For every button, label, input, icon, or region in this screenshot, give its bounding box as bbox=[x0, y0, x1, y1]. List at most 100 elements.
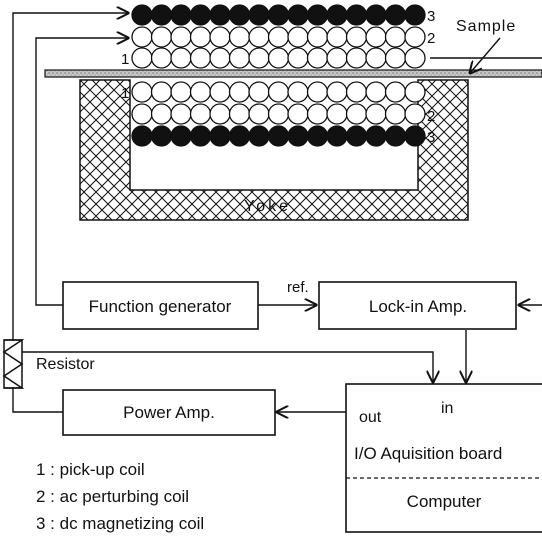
coil-winding bbox=[384, 4, 407, 26]
coil-winding bbox=[131, 26, 153, 48]
coil-winding bbox=[365, 47, 387, 69]
coil-winding bbox=[248, 125, 270, 147]
coil-winding bbox=[150, 103, 173, 125]
wire-poweramp-to-resistor bbox=[12, 388, 63, 413]
coil-winding bbox=[306, 47, 329, 69]
coil-number-top-middle: 2 bbox=[427, 30, 435, 47]
wire-resistor-to-board bbox=[22, 351, 433, 382]
coil-winding bbox=[209, 26, 231, 48]
coil-winding bbox=[131, 81, 153, 103]
coil-winding bbox=[287, 81, 309, 103]
coil-winding bbox=[306, 103, 329, 125]
sample-label: Sample bbox=[456, 18, 516, 35]
coil-winding bbox=[404, 4, 426, 26]
coil-winding bbox=[209, 47, 231, 69]
resistor-label: Resistor bbox=[36, 356, 95, 373]
legend-item-2: 2 : ac perturbing coil bbox=[36, 487, 189, 506]
coil-winding bbox=[365, 26, 387, 48]
lock-in-amp-label: Lock-in Amp. bbox=[369, 297, 467, 316]
coil-winding bbox=[345, 81, 368, 103]
legend-item-3: 3 : dc magnetizing coil bbox=[36, 514, 204, 533]
coil-winding bbox=[365, 81, 387, 103]
board-out-label: out bbox=[359, 409, 382, 426]
yoke-label: Yoke bbox=[244, 198, 291, 215]
coil-winding bbox=[131, 103, 153, 125]
coil-winding bbox=[404, 125, 426, 147]
acquisition-computer-box bbox=[345, 383, 542, 533]
ac-perturbing-coil-top bbox=[131, 26, 426, 48]
coil-winding bbox=[150, 26, 173, 48]
board-in-label: in bbox=[441, 400, 453, 417]
coil-winding bbox=[170, 125, 192, 147]
coil-winding bbox=[131, 47, 153, 69]
coil-winding bbox=[189, 47, 212, 69]
computer-label: Computer bbox=[407, 492, 482, 511]
dc-magnetizing-coil-bottom bbox=[131, 125, 426, 147]
sample-pointer-arrow bbox=[470, 37, 501, 73]
coil-winding bbox=[287, 47, 309, 69]
coil-winding bbox=[228, 81, 251, 103]
coil-winding bbox=[404, 81, 426, 103]
coil-winding bbox=[150, 4, 173, 26]
coil-winding bbox=[306, 81, 329, 103]
coil-winding bbox=[326, 47, 348, 69]
coil-winding bbox=[189, 103, 212, 125]
coil-winding bbox=[365, 103, 387, 125]
coil-winding bbox=[326, 125, 348, 147]
coil-winding bbox=[131, 125, 153, 147]
power-amp-label: Power Amp. bbox=[123, 403, 215, 422]
coil-winding bbox=[345, 125, 368, 147]
legend-item-1: 1 : pick-up coil bbox=[36, 460, 145, 479]
coil-winding bbox=[404, 47, 426, 69]
coil-winding bbox=[170, 47, 192, 69]
dc-magnetizing-coil-top bbox=[131, 4, 426, 26]
wire-funcgen-to-ac-coil bbox=[35, 38, 128, 306]
coil-winding bbox=[326, 4, 348, 26]
resistor-symbol bbox=[2, 339, 25, 389]
coil-winding bbox=[209, 81, 231, 103]
coil-winding bbox=[209, 4, 231, 26]
coil-winding bbox=[248, 4, 270, 26]
coil-winding bbox=[209, 125, 231, 147]
coil-winding bbox=[287, 103, 309, 125]
coil-winding bbox=[150, 125, 173, 147]
coil-winding bbox=[267, 103, 290, 125]
coil-winding bbox=[150, 47, 173, 69]
coil-winding bbox=[228, 103, 251, 125]
ref-label: ref. bbox=[287, 279, 309, 296]
sample-strip bbox=[44, 69, 542, 78]
coil-winding bbox=[150, 81, 173, 103]
coil-winding bbox=[189, 4, 212, 26]
coil-winding bbox=[404, 103, 426, 125]
function-generator-label: Function generator bbox=[89, 297, 232, 316]
coil-winding bbox=[326, 81, 348, 103]
ac-perturbing-coil-bottom bbox=[131, 103, 426, 125]
coil-winding bbox=[326, 26, 348, 48]
coil-number-top-outer: 3 bbox=[427, 8, 435, 25]
coil-winding bbox=[287, 125, 309, 147]
coil-winding bbox=[170, 103, 192, 125]
coil-winding bbox=[248, 103, 270, 125]
function-generator-box bbox=[62, 281, 259, 330]
coil-winding bbox=[384, 125, 407, 147]
coil-winding bbox=[384, 26, 407, 48]
coil-winding bbox=[228, 4, 251, 26]
coil-winding bbox=[306, 4, 329, 26]
pickup-coil-bottom bbox=[131, 81, 426, 103]
coil-winding bbox=[267, 125, 290, 147]
coil-winding bbox=[248, 47, 270, 69]
coil-winding bbox=[228, 47, 251, 69]
coil-winding bbox=[345, 103, 368, 125]
coil-winding bbox=[209, 103, 231, 125]
coil-winding bbox=[189, 81, 212, 103]
coil-number-bottom-outer: 3 bbox=[427, 129, 435, 146]
coil-winding bbox=[189, 125, 212, 147]
coil-winding bbox=[228, 125, 251, 147]
coil-number-top-inner: 1 bbox=[121, 51, 129, 68]
coil-winding bbox=[170, 81, 192, 103]
coil-number-bottom-middle: 2 bbox=[427, 108, 435, 125]
coil-winding bbox=[384, 103, 407, 125]
coil-winding bbox=[189, 26, 212, 48]
coil-winding bbox=[404, 26, 426, 48]
